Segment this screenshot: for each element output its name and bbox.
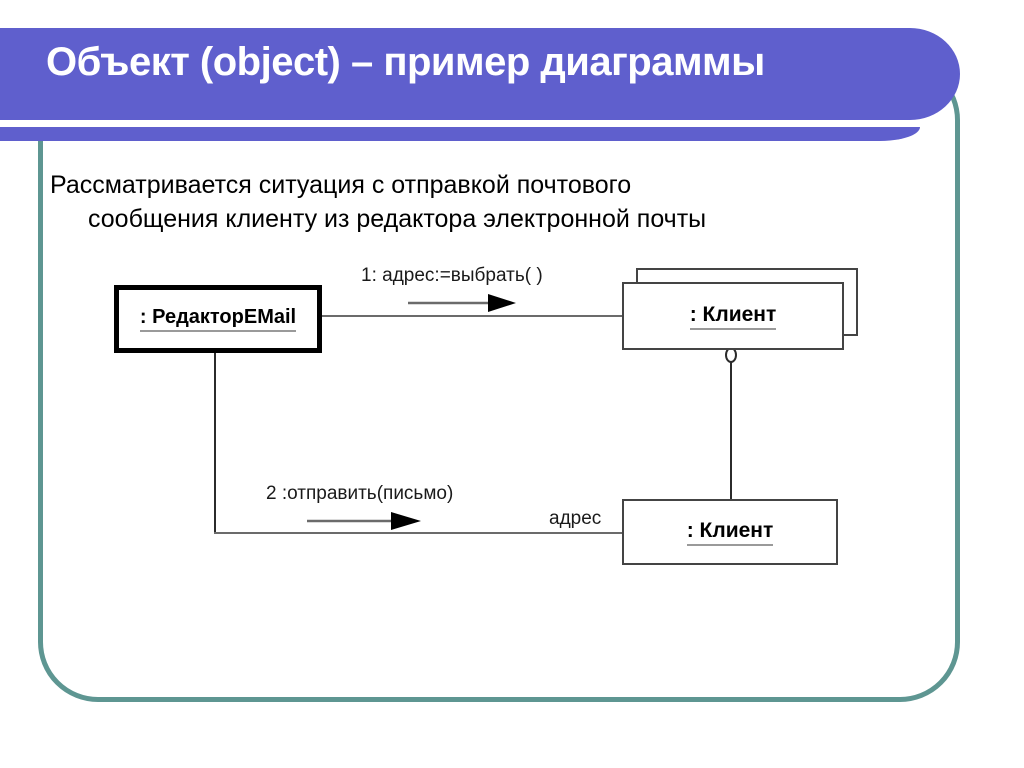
object-client-top[interactable]: : Клиент (622, 282, 844, 350)
title-banner-underline (0, 120, 938, 127)
slide-frame (38, 60, 960, 702)
object-label-redaktor-email: : РедакторEMail (139, 306, 297, 332)
message-arrow-2-icon (307, 512, 421, 530)
object-client-bottom[interactable]: : Клиент (622, 499, 838, 565)
message-label-2: 2 :отправить(письмо) (266, 483, 454, 504)
message-arrow-1-icon (408, 294, 516, 312)
message-label-1: 1: адрес:=выбрать( ) (361, 265, 543, 286)
object-label-client-bottom: : Клиент (686, 519, 774, 546)
link-editor-to-client-bottom (214, 532, 624, 534)
body-line-1: Рассматривается ситуация с отправкой поч… (50, 171, 632, 199)
title-banner (0, 28, 960, 120)
object-redaktor-email[interactable]: : РедакторEMail (114, 285, 322, 353)
link-editor-vertical-segment (214, 352, 216, 534)
title-banner-lower-strip (0, 127, 920, 141)
page-title: Объект (object) – пример диаграммы (46, 40, 765, 84)
object-label-client-top: : Клиент (689, 303, 777, 330)
link-client-top-to-client-bottom (730, 352, 732, 500)
body-line-2: сообщения клиенту из редактора электронн… (88, 205, 707, 233)
body-paragraph: Рассматривается ситуация с отправкой поч… (50, 168, 910, 236)
link-editor-to-client-top (322, 315, 624, 317)
link-role-label-adres: адрес (549, 508, 602, 529)
